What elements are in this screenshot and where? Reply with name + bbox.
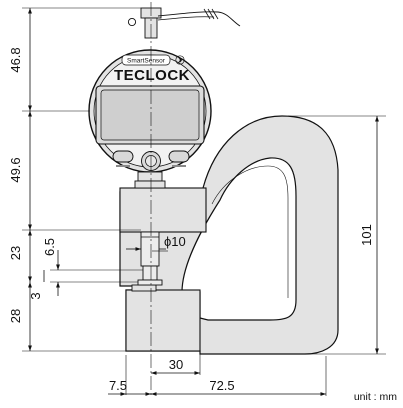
button-right — [168, 150, 190, 163]
button-label-right — [172, 165, 186, 167]
bluetooth-icon — [175, 55, 185, 65]
dim-text-top: 46.8 — [8, 47, 23, 72]
button-left — [112, 150, 134, 163]
dim-text-dial: 49.6 — [8, 157, 23, 182]
dial-neck-collar — [134, 180, 166, 189]
anvil-block — [125, 289, 201, 352]
dim-text-mid: 23 — [8, 246, 23, 260]
frame-inner-highlight — [211, 165, 289, 298]
dim-text-base: 28 — [8, 309, 23, 323]
contact-point — [137, 279, 163, 286]
dim-text-throat: 30 — [169, 357, 183, 372]
extension-lines-right — [125, 115, 386, 396]
dim-text-gap: 3 — [28, 292, 43, 299]
button-label-left — [116, 165, 130, 167]
dim-text-base-width: 72.5 — [209, 378, 234, 393]
dim-text-diameter: ϕ10 — [164, 234, 186, 249]
dim-text-offset: 7.5 — [109, 378, 127, 393]
lcd-display — [100, 89, 200, 141]
dim-text-contact: 6.5 — [42, 238, 57, 256]
brand-logo-text: TECLOCK — [114, 67, 190, 84]
dim-text-overall: 101 — [359, 224, 374, 246]
stem-knob — [127, 17, 137, 27]
upper-arm — [119, 187, 207, 233]
extension-lines-left — [22, 7, 168, 352]
sensor-badge — [121, 54, 171, 66]
lifting-cable — [157, 11, 241, 27]
unit-label: unit : mm — [354, 391, 397, 403]
lifting-cable-2 — [157, 16, 215, 21]
anvil-top — [131, 284, 157, 292]
cable-clip-icon — [203, 8, 219, 20]
sensor-badge-text: SmartSensor — [127, 58, 166, 65]
spindle-lower — [142, 265, 158, 281]
dial-neck — [137, 171, 163, 182]
